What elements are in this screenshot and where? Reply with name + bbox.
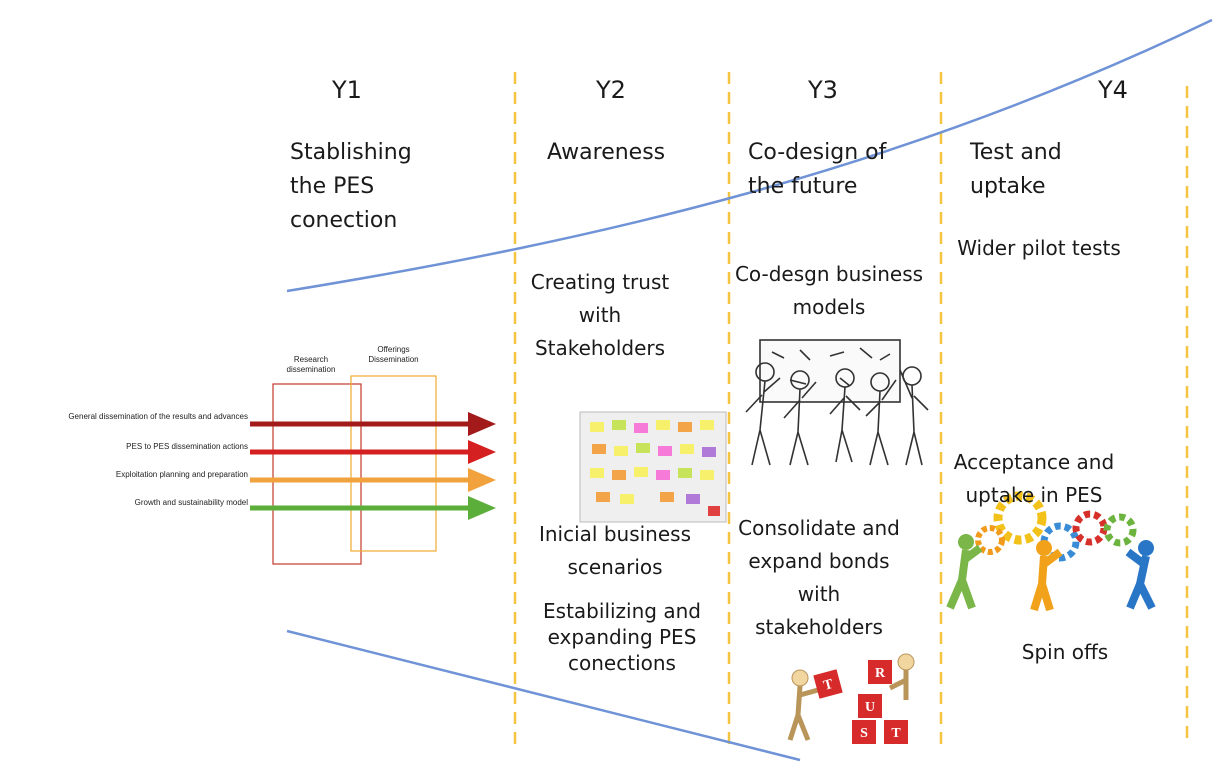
offerings-dissemination-box: [350, 375, 437, 552]
arrowhead-pes-to-pes: [468, 440, 496, 464]
activity-pilot-tests: Wider pilot tests: [957, 236, 1121, 260]
year-dividers: [513, 72, 1189, 745]
activity-spin-offs: Spin offs: [1021, 640, 1109, 664]
phase-title-y1: Stablishing the PES conection: [290, 140, 412, 233]
cube-letter-4: S: [860, 726, 868, 741]
activity-stabilizing-connections: Estabilizing and expanding PES conection…: [543, 599, 701, 675]
phase-title-y2: Awareness: [547, 140, 666, 165]
cube-letter-5: T: [891, 726, 901, 741]
sticky-notes-board-image: [579, 411, 727, 523]
arrowhead-exploitation: [468, 468, 496, 492]
phase-title-y4: Test and uptake: [970, 140, 1062, 199]
activity-acceptance-uptake: Acceptance and uptake in PES: [953, 450, 1115, 507]
phase-title-y3: Co-design of the future: [748, 140, 887, 199]
activity-business-scenarios: Inicial business scenarios: [538, 522, 692, 579]
arrowhead-growth: [468, 496, 496, 520]
co-design-sketch-image: [745, 339, 929, 466]
research-dissemination-box: [272, 383, 362, 565]
cube-letter-3: U: [865, 700, 875, 715]
offerings-dissemination-label: Offerings Dissemination: [368, 345, 419, 364]
arrow-label-pes-to-pes: PES to PES dissemination actions: [126, 442, 248, 451]
year-heading-y2: Y2: [596, 76, 626, 104]
activity-co-design-models: Co-desgn business models: [734, 262, 924, 319]
activity-consolidate-bonds: Consolidate and expand bonds with stakeh…: [738, 516, 900, 639]
arrow-label-exploitation: Exploitation planning and preparation: [115, 470, 248, 479]
arrowhead-general-dissemination: [468, 412, 496, 436]
activity-creating-trust: Creating trust with Stakeholders: [530, 270, 670, 360]
year-heading-y4: Y4: [1098, 76, 1128, 104]
year-heading-y3: Y3: [808, 76, 838, 104]
research-dissemination-label: Research dissemination: [286, 355, 336, 374]
funnel-upper-line: [286, 18, 1213, 293]
year-heading-y1: Y1: [332, 76, 362, 104]
trust-cubes-image: [787, 653, 915, 744]
gears-people-image: [946, 491, 1156, 612]
funnel-lower-line: [286, 629, 801, 762]
arrow-label-growth: Growth and sustainability model: [134, 498, 248, 507]
arrow-label-general-dissemination: General dissemination of the results and…: [68, 412, 248, 421]
cube-letter-2: R: [875, 666, 886, 681]
stream-arrows: [250, 412, 496, 520]
